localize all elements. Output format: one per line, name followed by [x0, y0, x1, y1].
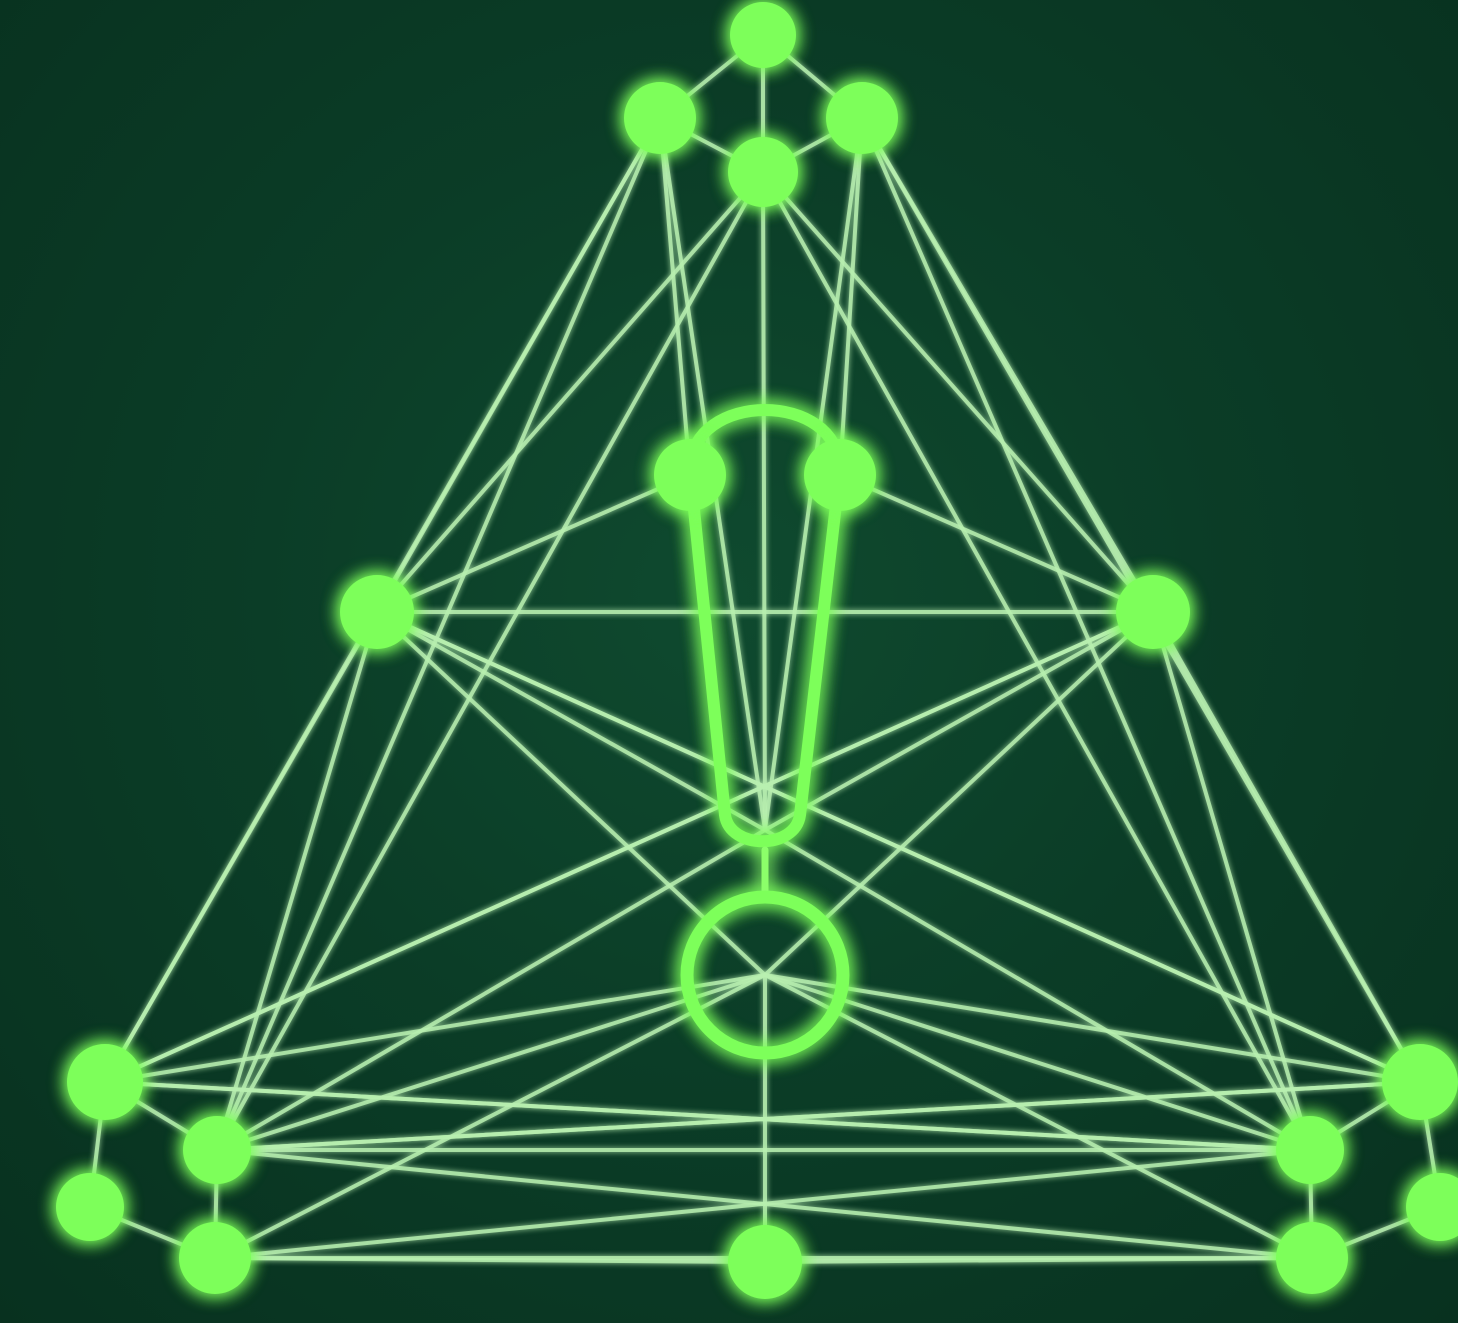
network-node: [624, 82, 696, 154]
network-node: [179, 1222, 251, 1294]
network-edge: [377, 475, 690, 612]
network-edge: [840, 118, 862, 475]
network-edge: [217, 118, 660, 1150]
network-node: [183, 1116, 251, 1184]
network-node: [1276, 1116, 1344, 1184]
network-edge: [1153, 612, 1420, 1082]
network-edges: [90, 35, 1440, 1262]
network-edge: [105, 975, 765, 1082]
network-node: [1116, 575, 1190, 649]
network-edge: [1153, 612, 1310, 1150]
network-node: [56, 1173, 124, 1241]
network-node: [654, 439, 726, 511]
network-node: [1406, 1173, 1458, 1241]
network-edge: [765, 975, 1312, 1258]
network-edge: [763, 172, 1153, 612]
network-edge: [765, 975, 1420, 1082]
network-node: [340, 575, 414, 649]
network-node: [804, 439, 876, 511]
network-node: [728, 1225, 802, 1299]
network-edge: [763, 172, 765, 830]
network-node: [728, 137, 798, 207]
network-edge: [105, 612, 377, 1082]
network-node: [730, 2, 796, 68]
network-node: [1382, 1044, 1458, 1120]
network-edge: [763, 172, 1310, 1150]
network-nodes: [56, 2, 1458, 1299]
network-edge: [862, 118, 1310, 1150]
network-node: [67, 1044, 143, 1120]
network-node: [826, 82, 898, 154]
network-edge: [377, 172, 763, 612]
network-node: [1276, 1222, 1348, 1294]
